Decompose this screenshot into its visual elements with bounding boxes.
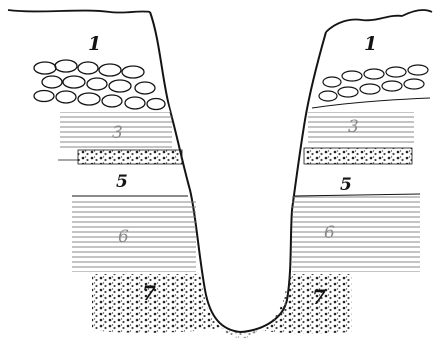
layer-2-boulders-left <box>32 57 170 112</box>
label-5-left: 5 <box>116 172 128 192</box>
label-7-left: 7 <box>142 281 156 305</box>
layer-2-boulders-right <box>312 65 430 108</box>
layer-7-left <box>92 274 222 333</box>
layer-4-gravel-right <box>304 148 412 164</box>
label-3-right: 3 <box>348 117 359 137</box>
label-5-right: 5 <box>340 175 352 195</box>
label-6-right: 6 <box>324 223 335 243</box>
layer-6-right <box>292 196 420 272</box>
label-1-right: 1 <box>364 33 377 55</box>
layer-5-bottom-right <box>294 194 420 196</box>
label-6-left: 6 <box>118 227 129 247</box>
label-7-right: 7 <box>312 285 326 309</box>
surface-right <box>326 10 432 32</box>
label-1-left: 1 <box>88 33 101 55</box>
layer-4-gravel-left <box>78 150 182 164</box>
surface-left <box>8 10 150 13</box>
layer-7-right <box>258 274 352 333</box>
layer-3-right <box>308 112 414 146</box>
label-3-left: 3 <box>112 123 123 143</box>
layer-6-left <box>72 198 196 272</box>
